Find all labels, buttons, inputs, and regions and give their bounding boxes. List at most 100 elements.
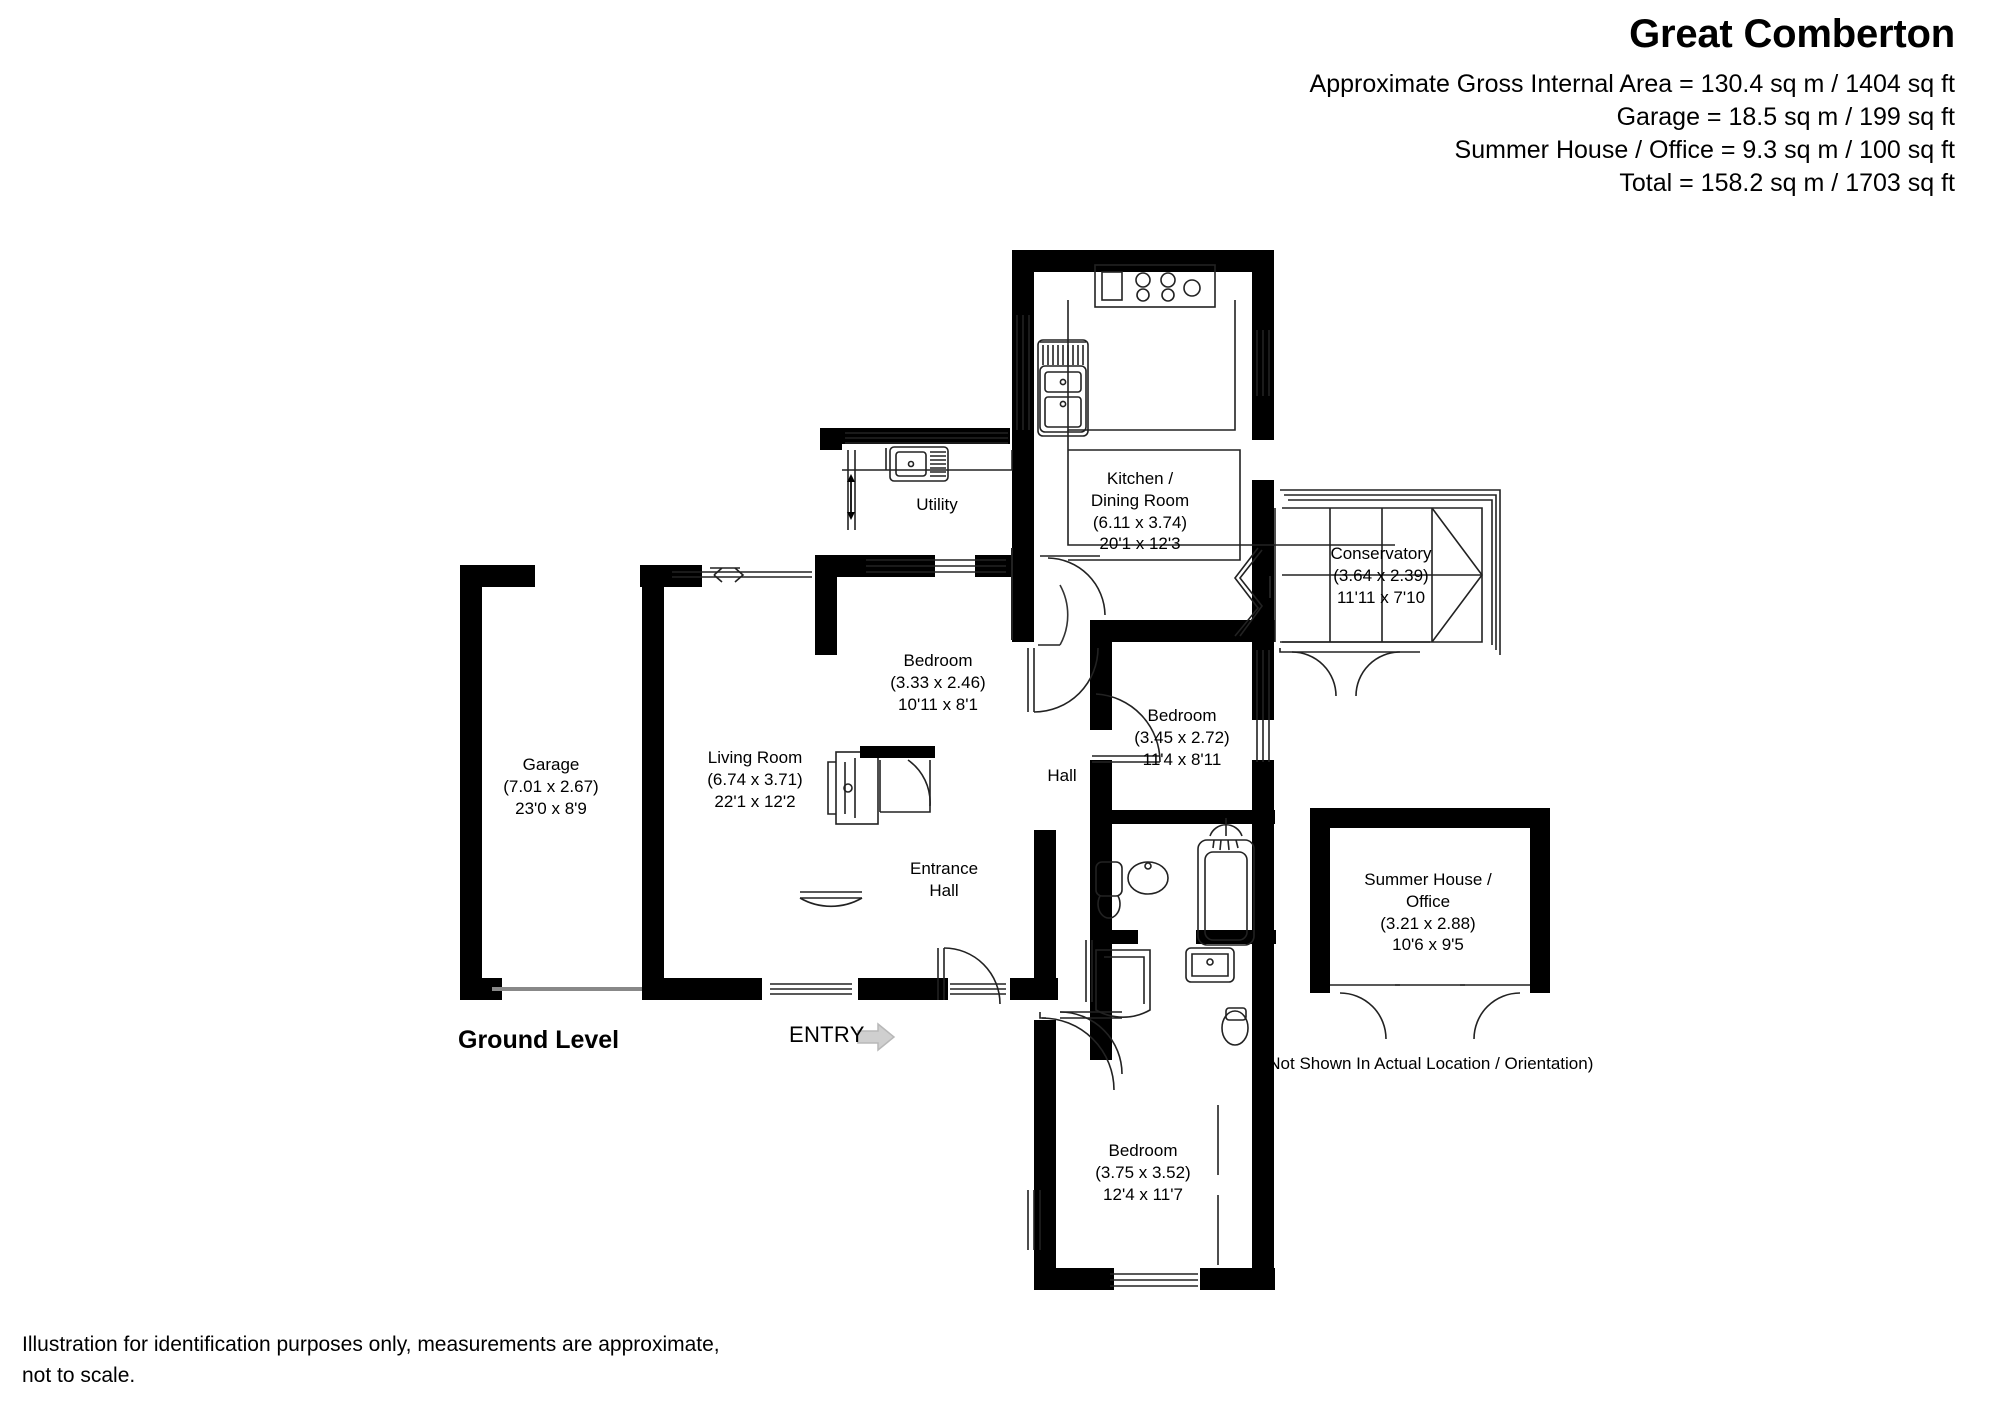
fireplace-detail <box>844 758 856 818</box>
bed3-window-bottom <box>1110 1273 1198 1287</box>
wc-pan-lower <box>1221 1010 1249 1046</box>
conservatory-frame-inner <box>1288 499 1493 645</box>
summerhouse-corner-bl <box>1310 975 1330 993</box>
room-name-line1: Utility <box>916 495 958 514</box>
area-summer-house: Summer House / Office = 9.3 sq m / 100 s… <box>1454 136 1955 164</box>
kitchen-island <box>1068 449 1241 561</box>
note-line2: Location / Orientation) <box>1426 1054 1594 1073</box>
utility-tap <box>907 460 915 468</box>
kitchen-wall-top <box>1012 250 1252 272</box>
bed3-wall-right-upper <box>1252 1040 1274 1080</box>
hob-ring-5 <box>1183 279 1201 297</box>
bifold-door-zigzag-2 <box>1238 549 1264 637</box>
living-cupboard-2 <box>880 760 931 813</box>
room-name-line1: Garage <box>522 755 580 774</box>
room-label-summer-house: Summer House / Office (3.21 x 2.88) 10'6… <box>1364 869 1492 956</box>
conservatory-frame-mid <box>1284 494 1497 650</box>
basin-oval <box>1127 861 1169 895</box>
ground-level-label: Ground Level <box>458 1026 620 1054</box>
lower-basin <box>1185 947 1235 983</box>
room-metric: (7.01 x 2.67) <box>503 776 599 796</box>
utility-wall-top <box>820 428 1010 444</box>
summerhouse-wall-top <box>1310 808 1550 828</box>
room-name-line2: Office <box>1405 891 1451 911</box>
room-name-line2: Hall <box>929 880 959 900</box>
entry-label: ENTRY <box>789 1022 865 1047</box>
room-metric: (6.11 x 3.74) <box>1092 512 1188 532</box>
bed3-wall-left <box>1034 1060 1056 1290</box>
kitchen-window-left <box>1016 315 1030 430</box>
note-line1: (Not Shown In Actual <box>1262 1054 1422 1073</box>
room-imperial: 12'4 x 11'7 <box>1103 1184 1183 1204</box>
room-imperial: 22'1 x 12'2 <box>714 791 796 811</box>
utility-drainer-grooves <box>930 451 946 477</box>
room-imperial: 10'11 x 8'1 <box>898 694 978 714</box>
room-imperial: 11'11 x 7'10 <box>1336 587 1426 607</box>
fireplace-centre <box>843 783 853 793</box>
garage-wall-bottom-left <box>460 978 502 1000</box>
bed3-wall-right <box>1252 1060 1274 1290</box>
kitchen-door-swing-b <box>1047 557 1106 616</box>
lower-basin-bowl <box>1191 953 1229 977</box>
page-title: Great Comberton <box>1629 12 1955 56</box>
shower-spray <box>1212 839 1239 851</box>
bed1-door-arc <box>1033 647 1099 713</box>
kitchen-wall-left-corner <box>1012 620 1034 642</box>
bed2-wall-left-upper <box>1090 620 1112 730</box>
link-arrows <box>710 567 740 583</box>
summerhouse-wall-right <box>1530 808 1550 993</box>
room-name-line2: Dining Room <box>1090 490 1190 510</box>
room-label-bedroom-1: Bedroom (3.33 x 2.46) 10'11 x 8'1 <box>890 650 985 715</box>
front-door-hinge <box>1039 1012 1046 1019</box>
bed3-window-left <box>1027 1190 1041 1250</box>
hob-ring-3 <box>1160 272 1176 288</box>
disclaimer-line1: Illustration for identification purposes… <box>22 1333 720 1357</box>
kitchen-sink-drainer <box>1044 396 1082 428</box>
living-window-bottom <box>770 983 852 995</box>
room-imperial: 10'6 x 9'5 <box>1392 935 1464 955</box>
arrow-up-icon <box>847 474 855 482</box>
utility-counter <box>842 450 1013 471</box>
fireplace-surround <box>835 751 879 825</box>
conservatory-door-arc-right <box>1355 651 1401 697</box>
kitchen-sink-basin <box>1039 365 1087 433</box>
arrow-up-icon-2 <box>1266 566 1274 576</box>
link-window <box>672 571 812 578</box>
summerhouse-door-arc-right <box>1473 992 1521 1040</box>
arrow-down-icon <box>847 512 855 520</box>
bed2-door-arc <box>1095 693 1161 763</box>
kitchen-wall-left-lower <box>1012 545 1034 640</box>
conservatory-frame-outer <box>1280 489 1501 655</box>
utility-window-top <box>845 432 1008 444</box>
utility-sink-outline <box>889 446 949 482</box>
basin-tap <box>1144 862 1152 870</box>
kitchen-door-arc <box>1059 584 1069 646</box>
summer-house-note: (Not Shown In Actual Location / Orientat… <box>1263 1053 1594 1075</box>
room-label-utility: Utility <box>916 494 958 516</box>
kitchen-counter-upper <box>1067 300 1236 431</box>
room-label-hall: Hall <box>1047 765 1076 787</box>
summerhouse-door-arc-left <box>1339 992 1387 1040</box>
room-name-line1: Entrance <box>909 859 979 878</box>
living-wall-bottom-c <box>1010 978 1058 1000</box>
kitchen-drainer-grooves <box>1040 341 1086 365</box>
summerhouse-wall-left <box>1310 808 1330 993</box>
room-label-entrance-hall: Entrance Hall <box>910 858 978 902</box>
kitchen-counter-run <box>1067 430 1395 546</box>
wc-cistern-lower <box>1225 1007 1247 1021</box>
room-name-line1: Bedroom <box>1147 706 1217 725</box>
room-metric: (3.64 x 2.39) <box>1333 565 1429 585</box>
room-name-line1: Summer House / <box>1364 870 1492 889</box>
detail-linework <box>672 264 1530 1287</box>
room-name-line1: Living Room <box>707 748 803 767</box>
room-metric: (3.45 x 2.72) <box>1134 727 1230 747</box>
garage-door-opening <box>492 987 647 991</box>
link-arrow-right <box>734 567 745 583</box>
room-label-kitchen-dining: Kitchen / Dining Room (6.11 x 3.74) 20'1… <box>1091 468 1189 555</box>
kitchen-window-right <box>1256 330 1270 396</box>
hall-wall-right <box>1034 830 1056 980</box>
hob-ring-4 <box>1161 288 1175 302</box>
disclaimer-line2: not to scale. <box>22 1363 136 1387</box>
room-label-bedroom-2: Bedroom (3.45 x 2.72) 11'4 x 8'11 <box>1134 705 1229 770</box>
